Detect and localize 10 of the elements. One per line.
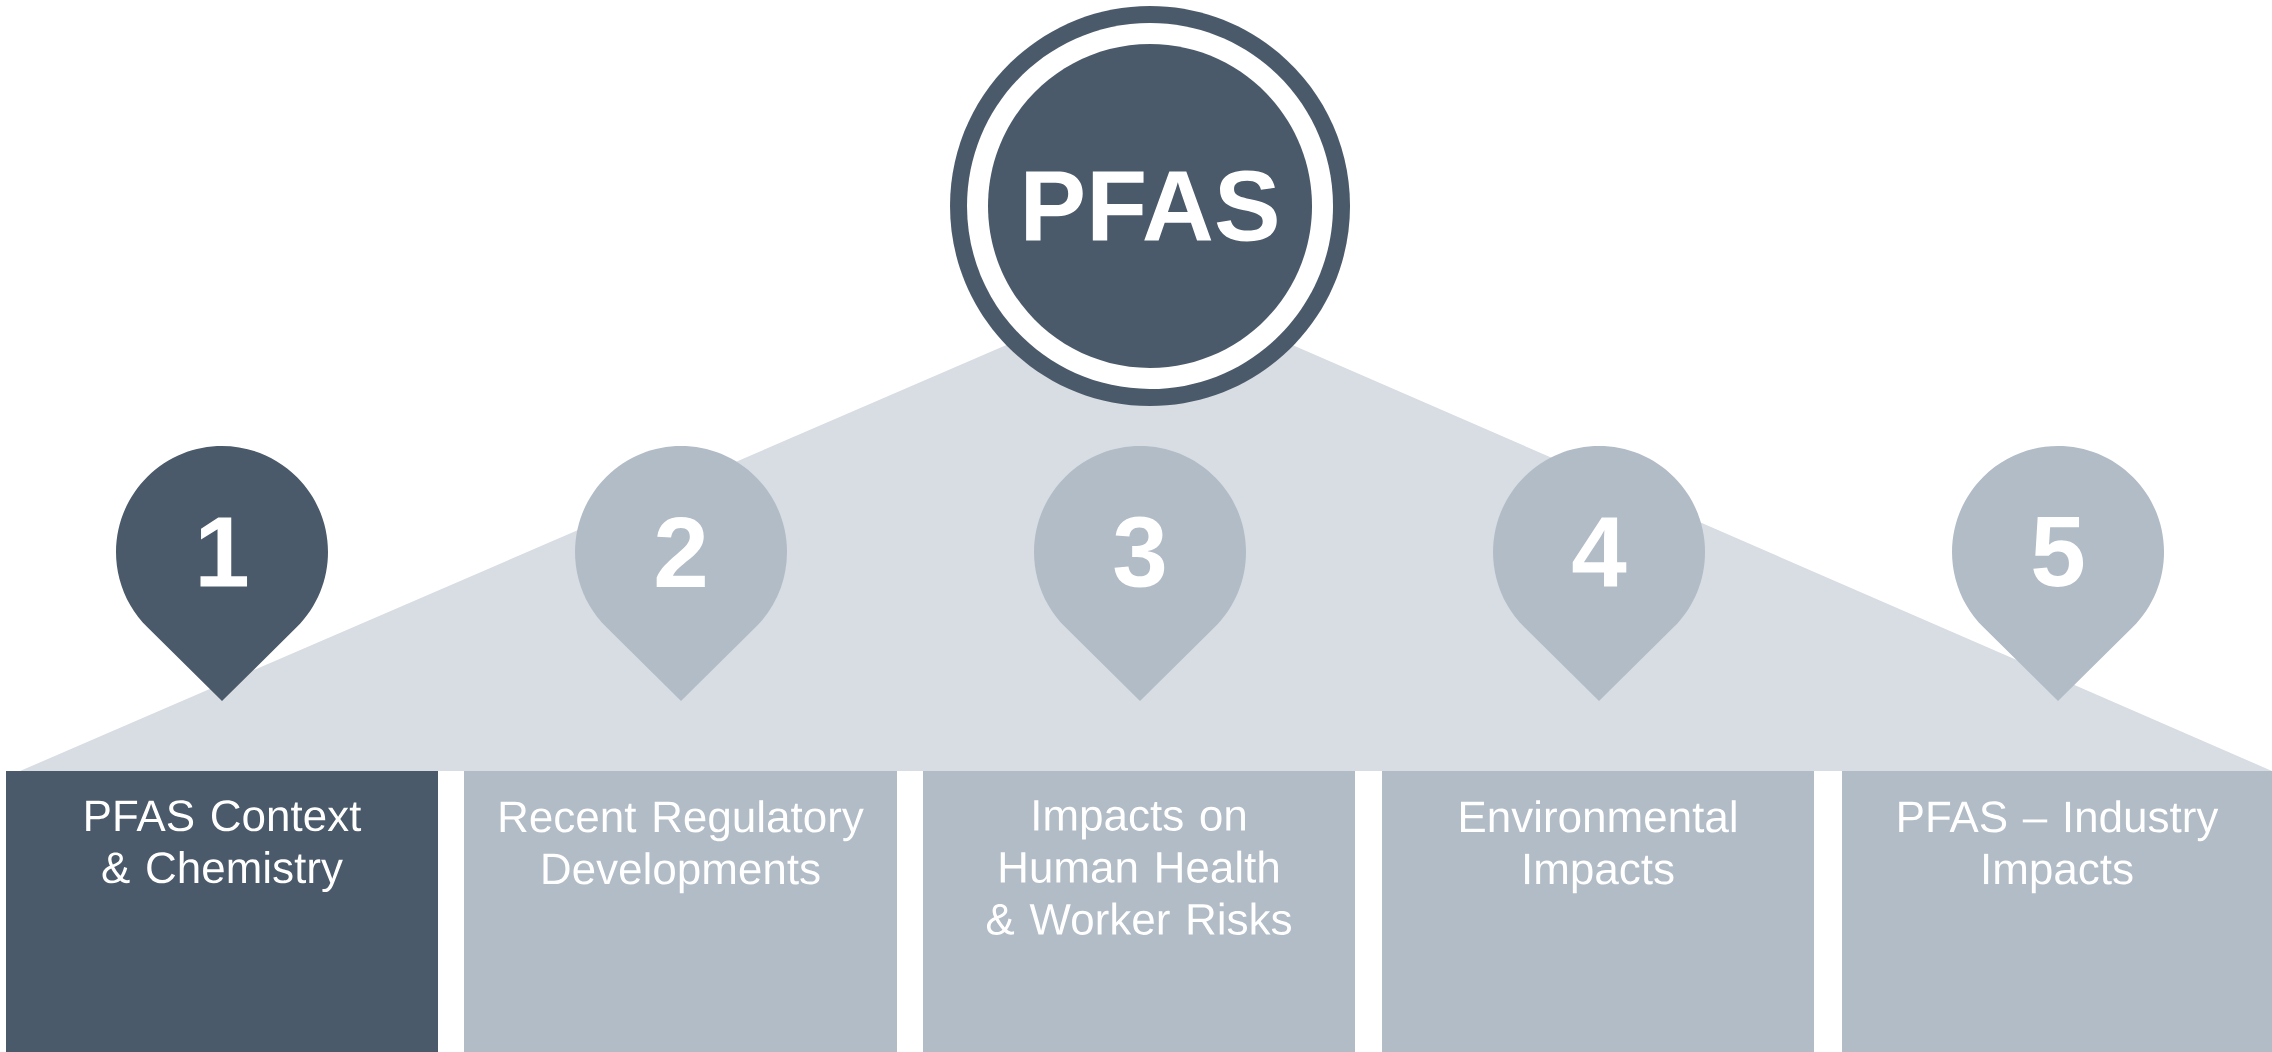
location-pin: 5: [1952, 446, 2164, 701]
topic-box: Impacts on Human Health & Worker Risks: [923, 771, 1355, 1052]
topic-box: PFAS Context & Chemistry: [6, 771, 438, 1052]
location-pin: 1: [116, 446, 328, 701]
location-pin: 2: [575, 446, 787, 701]
location-pin: 3: [1034, 446, 1246, 701]
topic-box: Recent Regulatory Developments: [464, 771, 897, 1052]
topic-box: Environmental Impacts: [1382, 771, 1814, 1052]
topic-box: PFAS – Industry Impacts: [1842, 771, 2272, 1052]
location-pin: 4: [1493, 446, 1705, 701]
